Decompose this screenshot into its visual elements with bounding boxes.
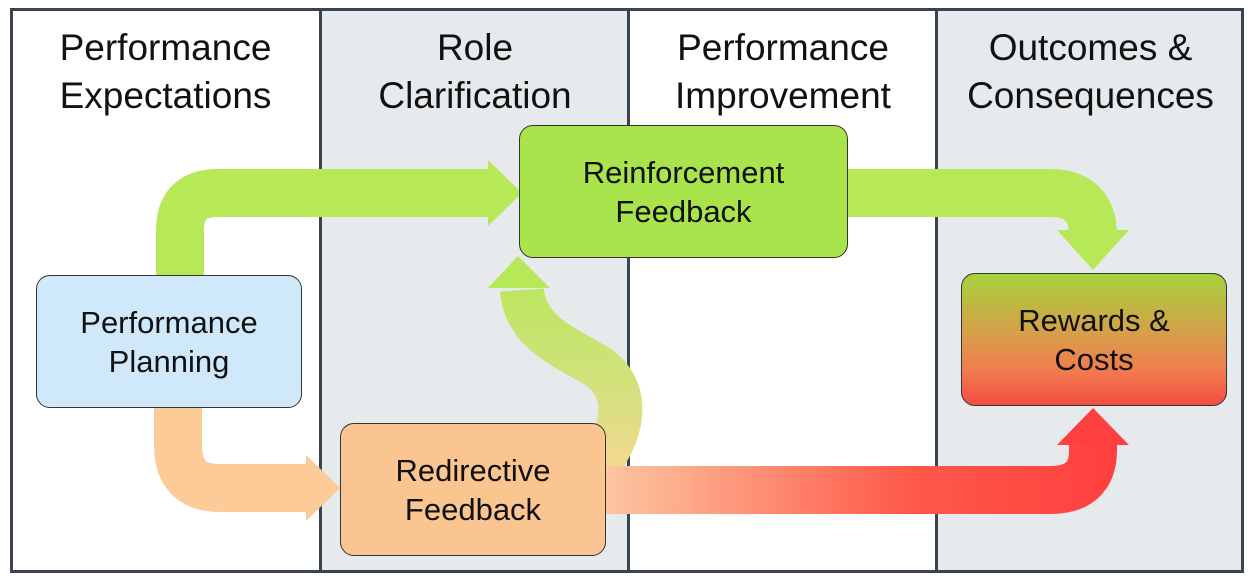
column-header-outcomes-consequences: Outcomes & Consequences — [967, 27, 1214, 116]
arrowhead — [488, 160, 522, 226]
arrow-redirective-to-rewards — [606, 442, 1117, 514]
performance-planning-box: Performance Planning — [36, 275, 302, 408]
diagram-frame — [10, 8, 1244, 573]
reinforcement-feedback-box: Reinforcement Feedback — [519, 125, 848, 258]
redirective-feedback-box: Redirective Feedback — [340, 423, 606, 556]
column-divider — [627, 8, 630, 573]
arrow-redirective-to-reinforcement — [500, 286, 643, 476]
column-header-role-clarification: Role Clarification — [378, 27, 572, 116]
arrowhead — [488, 256, 550, 288]
arrow-planning-to-reinforcement — [156, 169, 490, 275]
column-divider — [935, 8, 938, 573]
arrowhead — [1057, 408, 1129, 445]
arrow-planning-to-redirective — [154, 408, 308, 512]
column-header-performance-improvement: Performance Improvement — [675, 27, 891, 116]
arrowhead — [306, 455, 340, 521]
arrowhead — [1057, 230, 1129, 270]
column-divider — [319, 8, 322, 573]
column-header-performance-expectations: Performance Expectations — [59, 27, 272, 116]
rewards-costs-box: Rewards & Costs — [961, 273, 1227, 406]
